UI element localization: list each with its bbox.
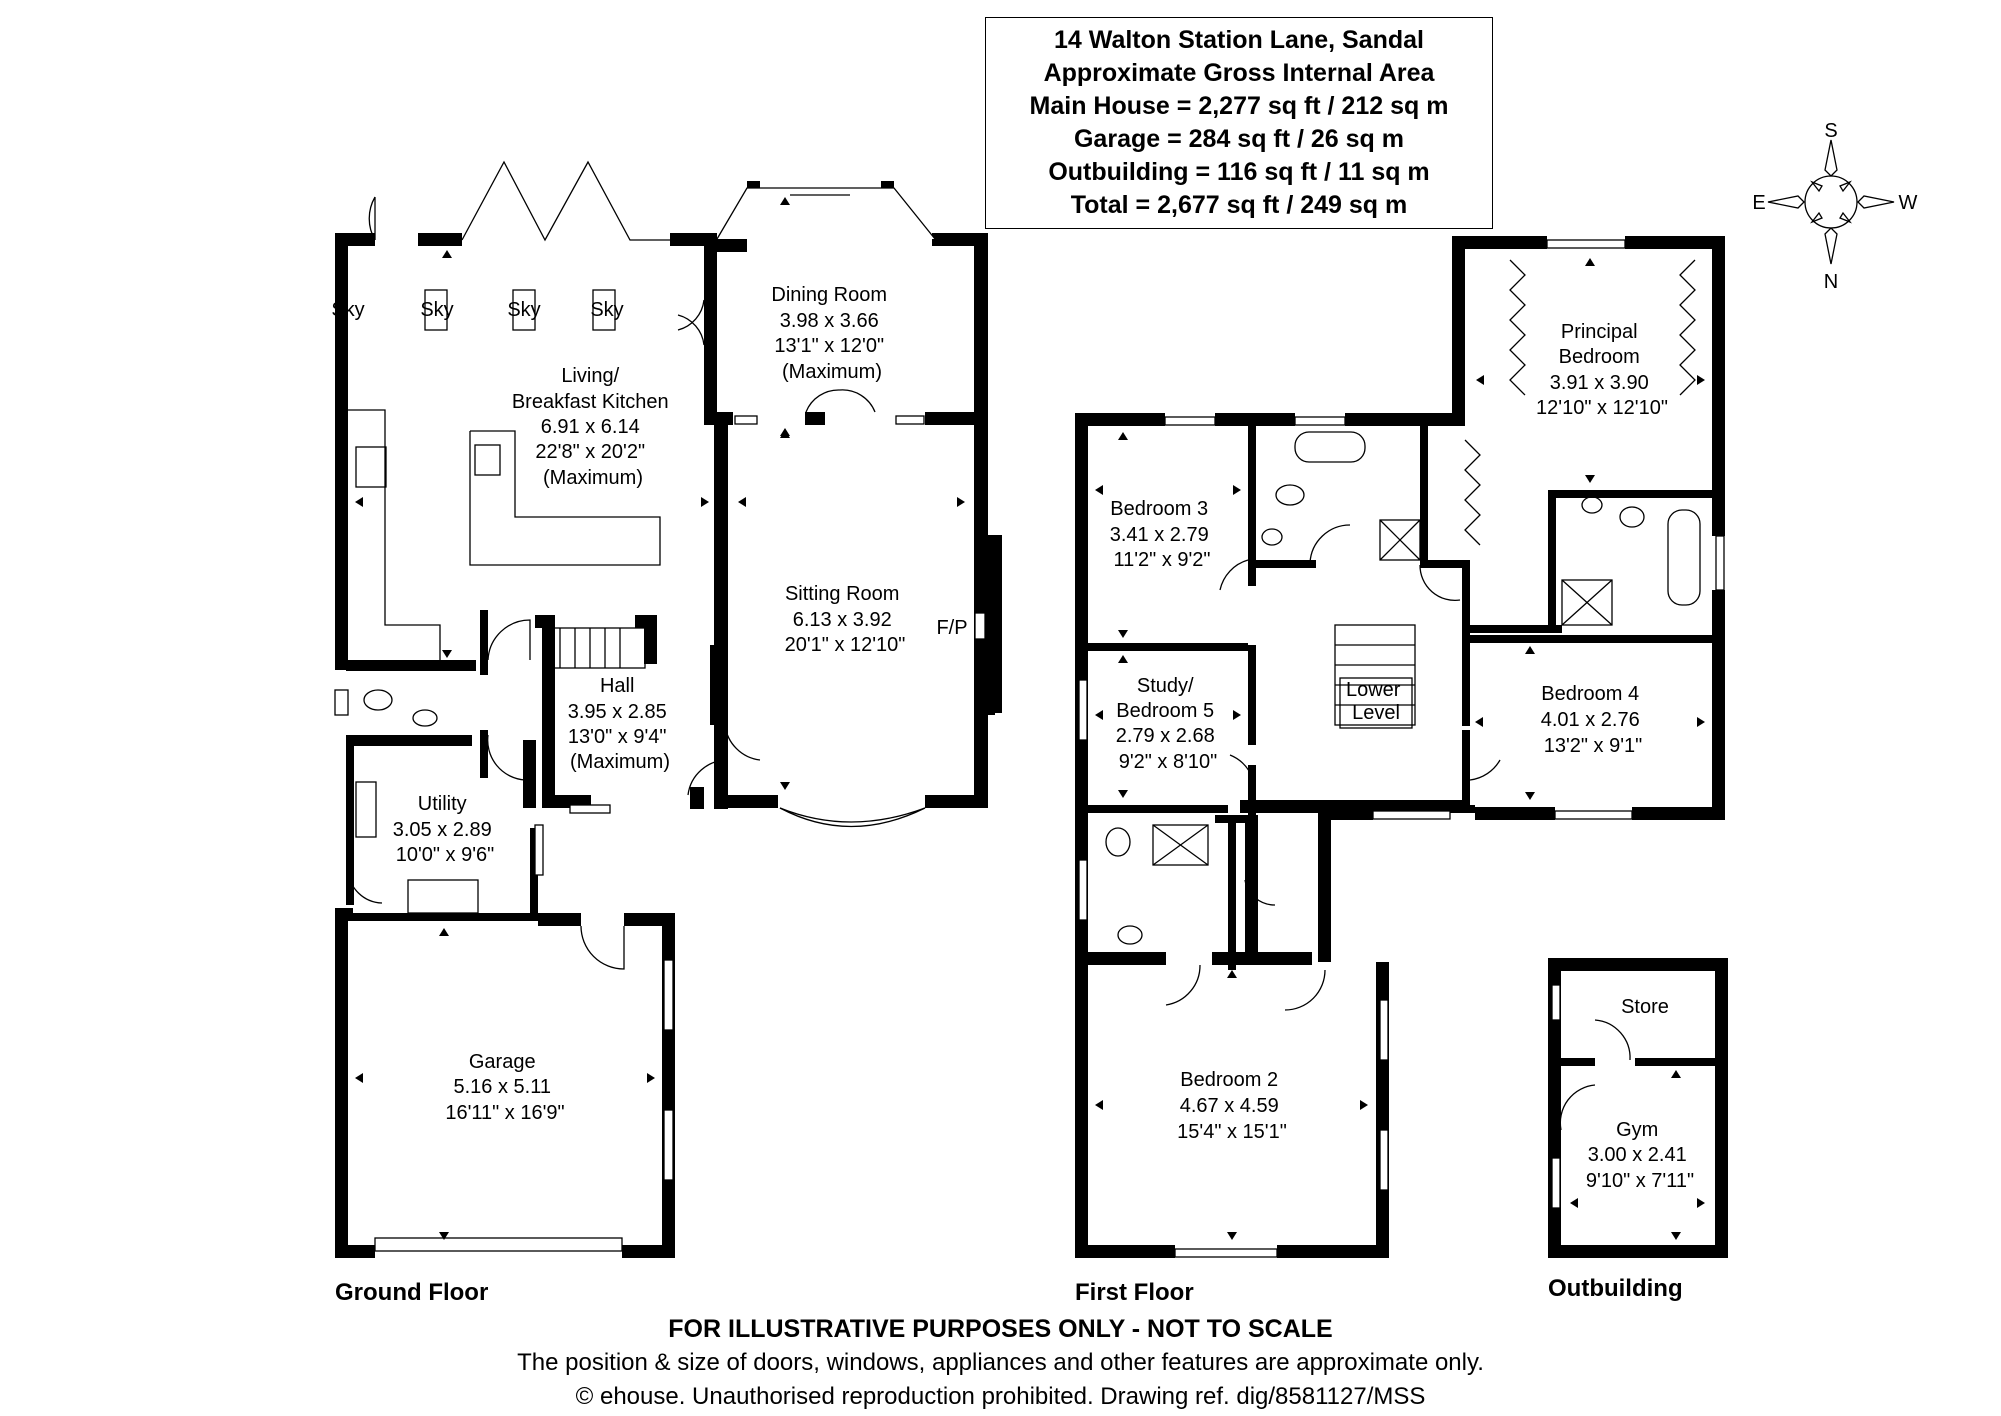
utility-label: Utility 3.05 x 2.89 10'0" x 9'6" bbox=[393, 793, 498, 866]
study-bedroom-5-label: Study/ Bedroom 5 2.79 x 2.68 9'2" x 8'10… bbox=[1116, 675, 1221, 773]
lower-level-label: Lower Level bbox=[1346, 679, 1406, 724]
total-area: Total = 2,677 sq ft / 249 sq m bbox=[1070, 191, 1408, 219]
garage-label: Garage 5.16 x 5.11 16'11" x 16'9" bbox=[445, 1051, 564, 1124]
ground-floor-title: Ground Floor bbox=[335, 1279, 488, 1306]
skylight-label-1: Sky bbox=[331, 299, 364, 321]
first-floor-title: First Floor bbox=[1075, 1279, 1194, 1306]
area-info-box: 14 Walton Station Lane, Sandal Approxima… bbox=[985, 17, 1493, 229]
sitting-room-label: Sitting Room 6.13 x 3.92 20'1" x 12'10" bbox=[785, 583, 906, 656]
skylight-label-4: Sky bbox=[590, 299, 623, 321]
store-label: Store bbox=[1621, 996, 1669, 1018]
compass-left: E bbox=[1752, 192, 1765, 214]
footer: FOR ILLUSTRATIVE PURPOSES ONLY - NOT TO … bbox=[0, 1312, 2001, 1414]
bedroom-2-label: Bedroom 2 4.67 x 4.59 15'4" x 15'1" bbox=[1177, 1069, 1287, 1143]
skylight-label-2: Sky bbox=[420, 299, 453, 321]
dining-room-label: Dining Room 3.98 x 3.66 13'1" x 12'0" (M… bbox=[771, 284, 892, 383]
compass-right: W bbox=[1899, 192, 1918, 214]
main-house-area: Main House = 2,277 sq ft / 212 sq m bbox=[1029, 92, 1449, 120]
copyright-text: © ehouse. Unauthorised reproduction proh… bbox=[575, 1383, 1426, 1410]
hall-label: Hall 3.95 x 2.85 13'0" x 9'4" (Maximum) bbox=[568, 675, 673, 773]
disclaimer-title: FOR ILLUSTRATIVE PURPOSES ONLY - NOT TO … bbox=[668, 1315, 1333, 1343]
outbuilding-title: Outbuilding bbox=[1548, 1275, 1683, 1302]
compass-rose: S E W N bbox=[1752, 120, 1917, 293]
disclaimer-text: The position & size of doors, windows, a… bbox=[517, 1349, 1484, 1376]
principal-bedroom-label: Principal Bedroom 3.91 x 3.90 12'10" x 1… bbox=[1536, 321, 1668, 419]
compass-bottom: N bbox=[1824, 271, 1838, 293]
gym-label: Gym 3.00 x 2.41 9'10" x 7'11" bbox=[1586, 1119, 1694, 1192]
property-address: 14 Walton Station Lane, Sandal bbox=[1054, 26, 1424, 54]
bedroom-3-label: Bedroom 3 3.41 x 2.79 11'2" x 9'2" bbox=[1110, 498, 1215, 571]
fireplace-label: F/P bbox=[936, 617, 967, 639]
kitchen-label: Living/ Breakfast Kitchen 6.91 x 6.14 22… bbox=[512, 365, 674, 489]
ground-floor-plan: Sky Sky Sky Sky Living/ Breakfast Kitche… bbox=[331, 160, 1002, 1306]
first-floor-plan: Bedroom 3 3.41 x 2.79 11'2" x 9'2" Study… bbox=[1075, 236, 1725, 1306]
skylight-label-3: Sky bbox=[507, 299, 540, 321]
garage-area: Garage = 284 sq ft / 26 sq m bbox=[1073, 125, 1405, 153]
gia-title: Approximate Gross Internal Area bbox=[1043, 59, 1435, 87]
outbuilding-area: Outbuilding = 116 sq ft / 11 sq m bbox=[1048, 158, 1430, 186]
bedroom-4-label: Bedroom 4 4.01 x 2.76 13'2" x 9'1" bbox=[1541, 683, 1646, 757]
outbuilding-plan: Store Gym 3.00 x 2.41 9'10" x 7'11" Outb… bbox=[1548, 958, 1728, 1302]
compass-top: S bbox=[1824, 120, 1837, 142]
